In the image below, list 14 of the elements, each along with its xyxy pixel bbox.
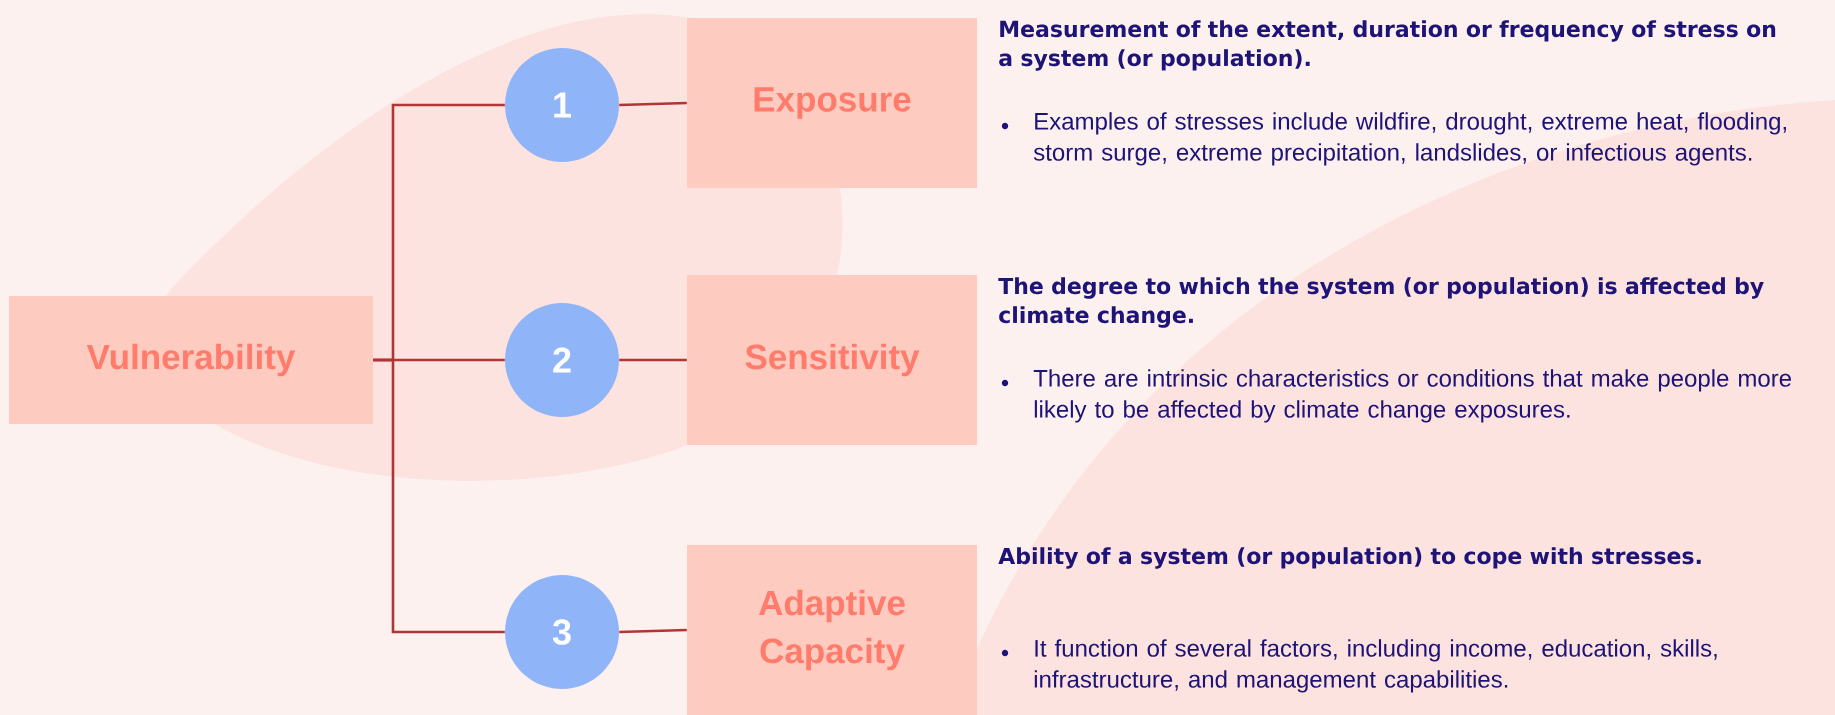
label-box: Adaptive Capacity: [687, 545, 977, 715]
connector-line: [373, 358, 505, 634]
bullet-text: It function of several factors, including income, education, skills, infrastructure, and management capabilities.: [1034, 639, 1717, 693]
connector-line: [619, 101, 687, 107]
connector-line: [619, 358, 687, 362]
description-heading: Ability of a system (or population) to cope with stresses.: [998, 547, 1701, 569]
label-box: Exposure: [687, 18, 977, 188]
label-box: Vulnerability: [9, 296, 373, 424]
description-heading: Measurement of the extent, duration or frequency of stress on a system (or population).: [999, 20, 1776, 71]
bullet-text: There are intrinsic characteristics or conditions that make people more likely to be affected by climate change exposures.: [1033, 369, 1791, 423]
description-heading: The degree to which the system (or population) is affected by climate change.: [998, 277, 1764, 328]
connector-line: [619, 628, 687, 634]
bullet-text: Examples of stresses include wildfire, drought, extreme heat, flooding, storm surge, extreme precipitation, landslides, or infectious agents.: [1033, 112, 1786, 166]
label-box: Sensitivity: [687, 275, 977, 445]
